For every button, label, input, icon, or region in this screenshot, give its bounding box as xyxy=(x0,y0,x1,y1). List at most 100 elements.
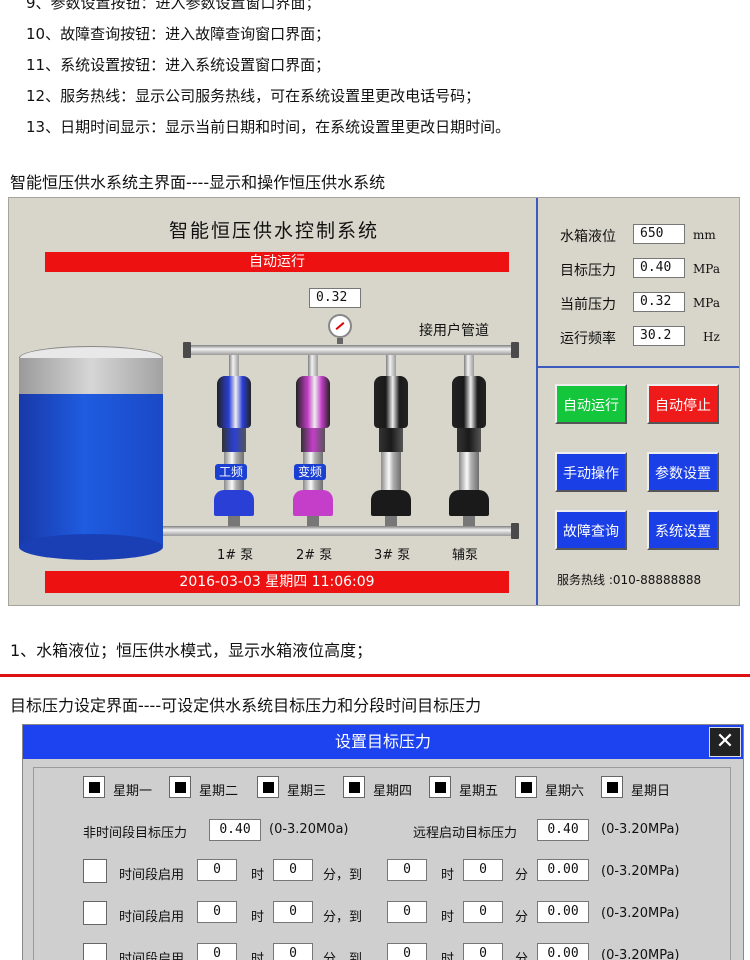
period-enable-label: 时间段启用 xyxy=(119,952,185,960)
pump-label: 1# 泵 xyxy=(217,548,254,563)
pump-motor xyxy=(374,376,408,428)
remote-start-pressure-label: 远程启动目标压力 xyxy=(413,826,518,841)
pump-mode-tag: 工频 xyxy=(215,464,248,480)
pump-label: 辅泵 xyxy=(452,548,479,563)
period-enable-checkbox[interactable] xyxy=(83,901,107,925)
weekday-label: 星期四 xyxy=(373,784,413,799)
minute-label: 分 xyxy=(515,952,529,960)
pump-base xyxy=(371,490,411,516)
hour-label: 时 xyxy=(441,868,455,883)
weekday-checkbox[interactable] xyxy=(515,776,537,798)
minute-to-label: 分，到 xyxy=(323,952,363,960)
pump-riser-pipe xyxy=(308,355,318,379)
tank-water-level xyxy=(19,394,163,546)
period-end-hour-input[interactable]: 0 xyxy=(387,901,427,923)
intro-line: 13、日期时间显示：显示当前日期和时间，在系统设置里更改日期时间。 xyxy=(26,118,511,136)
pump-base xyxy=(293,490,333,516)
pump-base xyxy=(214,490,254,516)
pipe-flange xyxy=(183,342,191,358)
period-end-minute-input[interactable]: 0 xyxy=(463,859,503,881)
weekday-checkbox[interactable] xyxy=(601,776,623,798)
non-period-pressure-input[interactable]: 0.40 xyxy=(209,819,261,841)
run-frequency-value: 30.2 xyxy=(633,326,685,346)
hour-label: 时 xyxy=(251,868,265,883)
parameter-settings-button[interactable]: 参数设置 xyxy=(647,452,719,492)
weekday-label: 星期五 xyxy=(459,784,499,799)
intro-line: 11、系统设置按钮：进入系统设置窗口界面； xyxy=(26,56,331,74)
section-divider xyxy=(0,674,750,677)
period-start-minute-input[interactable]: 0 xyxy=(273,901,313,923)
hour-label: 时 xyxy=(441,952,455,960)
pump-outlet xyxy=(463,516,475,526)
period-start-minute-input[interactable]: 0 xyxy=(273,943,313,960)
intro-line: 12、服务热线：显示公司服务热线，可在系统设置里更改电话号码； xyxy=(26,87,481,105)
weekday-checkbox[interactable] xyxy=(343,776,365,798)
period-start-minute-input[interactable]: 0 xyxy=(273,859,313,881)
intro-line: 9、参数设置按钮：进入参数设置窗口界面； xyxy=(26,0,321,12)
period-enable-checkbox[interactable] xyxy=(83,943,107,960)
minute-to-label: 分，到 xyxy=(323,868,363,883)
close-icon[interactable]: ✕ xyxy=(709,727,741,757)
water-tank xyxy=(19,346,163,561)
period-start-hour-input[interactable]: 0 xyxy=(197,859,237,881)
dialog-body xyxy=(33,767,731,960)
weekday-checkbox[interactable] xyxy=(169,776,191,798)
period-end-minute-input[interactable]: 0 xyxy=(463,901,503,923)
pump-outlet xyxy=(385,516,397,526)
target-pressure-unit: MPa xyxy=(693,262,720,276)
fault-query-button[interactable]: 故障查询 xyxy=(555,510,627,550)
pressure-gauge-icon xyxy=(328,314,352,338)
manual-operation-button[interactable]: 手动操作 xyxy=(555,452,627,492)
pump-coupling xyxy=(222,428,246,452)
run-status-bar: 自动运行 xyxy=(45,252,509,272)
current-pressure-unit: MPa xyxy=(693,296,720,310)
minute-label: 分 xyxy=(515,910,529,925)
non-period-pressure-range: (0-3.20M0a) xyxy=(269,822,349,837)
minute-label: 分 xyxy=(515,868,529,883)
period-enable-label: 时间段启用 xyxy=(119,910,185,925)
pump-motor xyxy=(452,376,486,428)
target-section-title: 目标压力设定界面----可设定供水系统目标压力和分段时间目标压力 xyxy=(10,696,482,715)
panel-divider xyxy=(538,366,739,368)
non-period-pressure-label: 非时间段目标压力 xyxy=(83,826,188,841)
panel-divider xyxy=(536,198,538,605)
period-enable-checkbox[interactable] xyxy=(83,859,107,883)
pump-motor xyxy=(217,376,251,428)
pump-coupling xyxy=(379,428,403,452)
note-line: 1、水箱液位；恒压供水模式，显示水箱液位高度； xyxy=(10,641,373,660)
run-frequency-label: 运行频率 xyxy=(560,331,616,347)
auto-run-button[interactable]: 自动运行 xyxy=(555,384,627,424)
auto-stop-button[interactable]: 自动停止 xyxy=(647,384,719,424)
period-start-hour-input[interactable]: 0 xyxy=(197,943,237,960)
weekday-checkbox[interactable] xyxy=(257,776,279,798)
weekday-label: 星期六 xyxy=(545,784,585,799)
service-hotline: 服务热线 :010-88888888 xyxy=(557,573,702,587)
pump-outlet xyxy=(307,516,319,526)
weekday-label: 星期二 xyxy=(199,784,239,799)
period-end-minute-input[interactable]: 0 xyxy=(463,943,503,960)
period-pressure-input[interactable]: 0.00 xyxy=(537,943,589,960)
dialog-title: 设置目标压力 xyxy=(23,725,743,759)
period-end-hour-input[interactable]: 0 xyxy=(387,943,427,960)
period-end-hour-input[interactable]: 0 xyxy=(387,859,427,881)
intro-line: 10、故障查询按钮：进入故障查询窗口界面； xyxy=(26,25,331,43)
remote-start-pressure-input[interactable]: 0.40 xyxy=(537,819,589,841)
weekday-label: 星期一 xyxy=(113,784,153,799)
system-settings-button[interactable]: 系统设置 xyxy=(647,510,719,550)
pump-coupling xyxy=(301,428,325,452)
weekday-checkbox[interactable] xyxy=(429,776,451,798)
pump-base xyxy=(449,490,489,516)
target-pressure-dialog: 设置目标压力 ✕ 星期一星期二星期三星期四星期五星期六星期日 非时间段目标压力 … xyxy=(22,724,744,960)
pump-riser-pipe xyxy=(229,355,239,379)
weekday-checkbox[interactable] xyxy=(83,776,105,798)
period-pressure-range: (0-3.20MPa) xyxy=(601,906,680,921)
period-start-hour-input[interactable]: 0 xyxy=(197,901,237,923)
current-pressure-value: 0.32 xyxy=(633,292,685,312)
period-pressure-input[interactable]: 0.00 xyxy=(537,901,589,923)
target-pressure-label: 目标压力 xyxy=(560,263,616,279)
pressure-gauge-value: 0.32 xyxy=(309,288,361,308)
user-pipe-label: 接用户管道 xyxy=(419,323,489,339)
pump-outlet xyxy=(228,516,240,526)
period-pressure-input[interactable]: 0.00 xyxy=(537,859,589,881)
system-title: 智能恒压供水控制系统 xyxy=(169,220,380,242)
